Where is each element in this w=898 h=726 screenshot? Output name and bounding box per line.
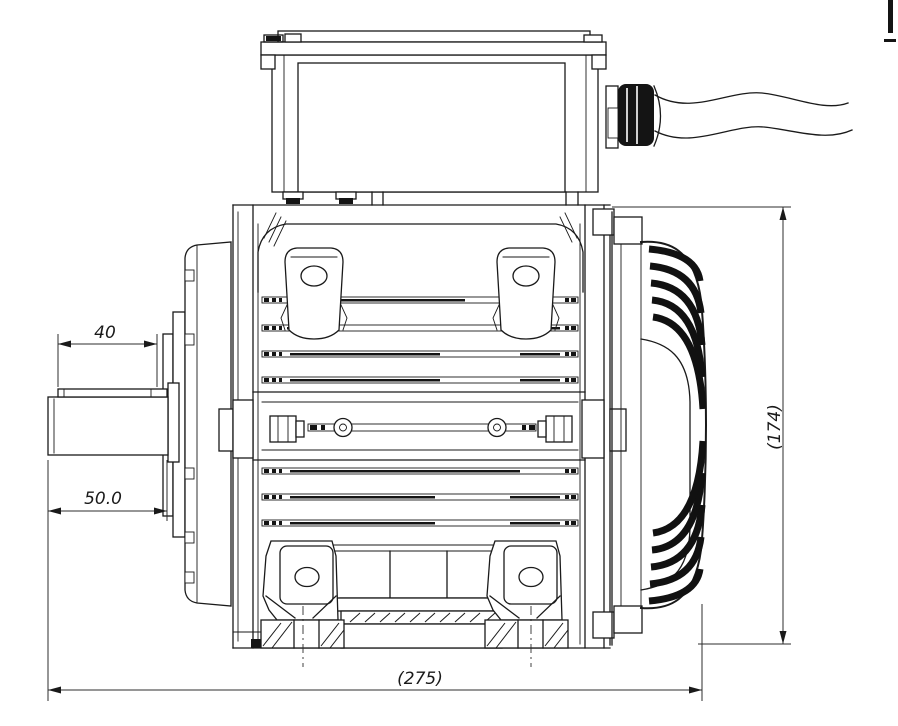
hex-bolt-left xyxy=(269,415,305,443)
lifting-boss-left xyxy=(280,247,348,340)
fan-cover-louvers-bottom xyxy=(648,440,707,605)
boss-hole-right xyxy=(512,265,540,287)
frame-saddle xyxy=(257,212,584,293)
fan-cover-louvers-top xyxy=(648,245,707,410)
dimension-overall-length: (275) xyxy=(48,604,703,701)
sheet-frame-corner xyxy=(884,0,896,42)
dimension-shaft-length: 50.0 xyxy=(47,460,168,701)
dimension-text-key-length: 40 xyxy=(94,323,116,343)
foot-hole-left xyxy=(294,566,320,588)
power-cable xyxy=(654,92,853,139)
cable-gland xyxy=(605,84,662,149)
dimension-text-shaft-length: 50.0 xyxy=(84,489,122,509)
motor-frame xyxy=(218,204,627,649)
base-structure xyxy=(307,544,522,649)
shaft-collar xyxy=(167,382,180,463)
terminal-box-latches xyxy=(282,191,579,206)
dimension-text-overall-height: (174) xyxy=(765,404,785,450)
mounting-foot-right xyxy=(484,540,569,667)
terminal-box-lid-top xyxy=(277,30,591,43)
foot-hole-right xyxy=(518,566,544,588)
cooling-fins xyxy=(261,296,579,527)
tie-rod xyxy=(307,417,537,438)
dimension-key-length: 40 xyxy=(57,323,158,387)
hex-bolt-right xyxy=(537,415,573,443)
shaft xyxy=(47,382,180,463)
terminal-box-lid-flange xyxy=(260,41,607,56)
mounting-foot-left xyxy=(260,540,345,667)
dimension-text-overall-length: (275) xyxy=(397,669,443,689)
shaft-key xyxy=(57,388,168,398)
boss-hole-left xyxy=(300,265,328,287)
terminal-box xyxy=(260,30,607,206)
dimension-overall-height: (174) xyxy=(612,206,791,645)
lifting-boss-right xyxy=(492,247,560,340)
fan-cover xyxy=(592,208,708,646)
center-band xyxy=(218,391,627,461)
